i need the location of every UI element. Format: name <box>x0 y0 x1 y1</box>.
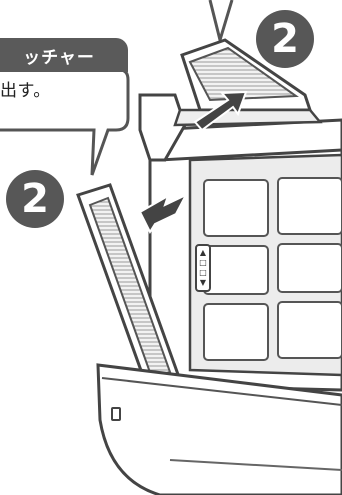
handle-symbol-box-2: □ <box>199 268 207 277</box>
filter-frame <box>150 130 342 390</box>
filter-handle-symbols: ▲ □ □ ▼ <box>199 248 207 287</box>
handle-symbol-down: ▼ <box>200 278 207 287</box>
callout-title: ッチャー <box>0 38 128 72</box>
badge-pointer-lines <box>210 0 232 40</box>
handle-symbol-box-1: □ <box>199 258 207 267</box>
step-badge-left: 2 <box>6 170 64 228</box>
step-badge-top: 2 <box>256 10 314 68</box>
callout-instruction: 出す。 <box>0 76 51 101</box>
handle-symbol-up: ▲ <box>200 248 207 257</box>
